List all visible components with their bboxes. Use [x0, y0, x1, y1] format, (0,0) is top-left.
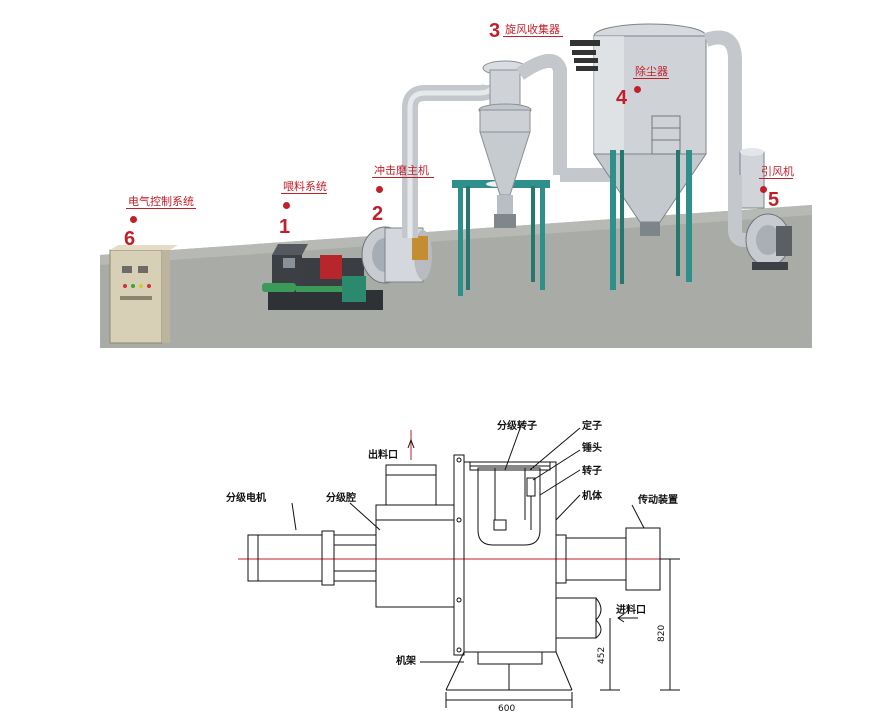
electrical-cabinet [109, 245, 178, 344]
base-frame [477, 651, 543, 665]
label-feeding-underline [281, 193, 327, 194]
label-electrical-control-dot [130, 216, 137, 223]
cyclone-collector [478, 54, 610, 228]
label-feeding-number: 1 [279, 216, 291, 238]
label-cyclone-text: 旋风收集器 [505, 23, 560, 36]
label-mill-text: 冲击磨主机 [374, 164, 429, 177]
label-mill-dot [376, 186, 383, 193]
label-dust-collector-number: 4 [616, 87, 628, 109]
label-classifier-chamber: 分级腔 [326, 493, 356, 504]
label-feeding-dot [283, 202, 290, 209]
label-mill-underline [372, 177, 434, 178]
label-fan-dot [760, 186, 767, 193]
label-fan-number: 5 [768, 189, 780, 211]
label-stator: 定子 [582, 421, 602, 432]
label-frame: 机架 [396, 656, 416, 667]
label-body: 机体 [582, 491, 602, 502]
label-fan-text: 引风机 [761, 165, 794, 178]
label-cyclone-number: 3 [489, 20, 501, 42]
label-mill-number: 2 [372, 203, 384, 225]
label-hammer: 锤头 [582, 443, 602, 454]
label-dust-collector-text: 除尘器 [635, 65, 668, 78]
dim-height-inlet: 452 [597, 647, 607, 664]
label-inlet: 进料口 [616, 605, 646, 616]
label-dust-collector-dot [634, 86, 641, 93]
label-drive: 传动装置 [638, 495, 678, 506]
label-outlet: 出料口 [368, 450, 398, 461]
label-electrical-control-number: 6 [124, 228, 136, 250]
plant-illustration [100, 23, 812, 348]
inlet-pipe [555, 597, 597, 639]
label-dust-collector-underline [633, 78, 669, 79]
label-electrical-control-text: 电气控制系统 [128, 195, 194, 208]
label-fan-underline [759, 178, 793, 179]
dim-width: 600 [498, 704, 515, 714]
label-cyclone-underline [503, 36, 563, 37]
classifier-rotor [477, 467, 541, 546]
label-classifier-motor: 分级电机 [226, 493, 266, 504]
outlet-pipe [385, 464, 437, 506]
label-electrical-control-underline [126, 208, 196, 209]
label-feeding-text: 喂料系统 [283, 180, 327, 193]
floor [100, 205, 812, 348]
technical-drawing [238, 422, 680, 708]
dust-collector [570, 23, 742, 290]
dim-height-total: 820 [657, 625, 667, 642]
label-classifier-rotor: 分级转子 [497, 421, 537, 432]
feeder-and-mill [262, 226, 432, 310]
classifier-motor [247, 534, 323, 582]
label-rotor: 转子 [582, 466, 602, 477]
induced-draft-fan [728, 148, 792, 270]
